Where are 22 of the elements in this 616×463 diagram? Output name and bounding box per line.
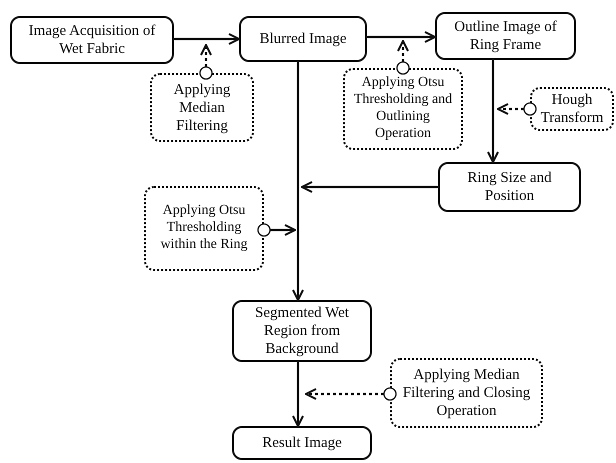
arrow (497, 102, 537, 116)
operation-box: Applying Median Filtering and Closing Operation (390, 358, 543, 428)
arrow (301, 181, 438, 193)
arrow (174, 33, 240, 45)
arrow (292, 62, 304, 301)
process-box: Result Image (232, 426, 372, 460)
arrow (257, 223, 296, 237)
arrow (396, 40, 410, 75)
operation-box: Hough Transform (530, 87, 614, 131)
arrow (199, 44, 213, 80)
process-box: Blurred Image (239, 16, 367, 62)
process-box: Ring Size and Position (438, 162, 581, 212)
operation-box: Applying Median Filtering (150, 73, 254, 142)
arrow (367, 31, 436, 43)
process-box: Image Acquisition of Wet Fabric (10, 16, 174, 64)
operation-box: Applying Otsu Thresholding and Outlining Operation (343, 68, 463, 150)
arrow (487, 60, 499, 163)
arrow (305, 387, 397, 401)
operation-box: Applying Otsu Thresholding within the Ring (144, 186, 264, 271)
process-box: Outline Image of Ring Frame (435, 12, 576, 60)
process-box: Segmented Wet Region from Background (232, 300, 372, 362)
arrow (292, 362, 304, 427)
